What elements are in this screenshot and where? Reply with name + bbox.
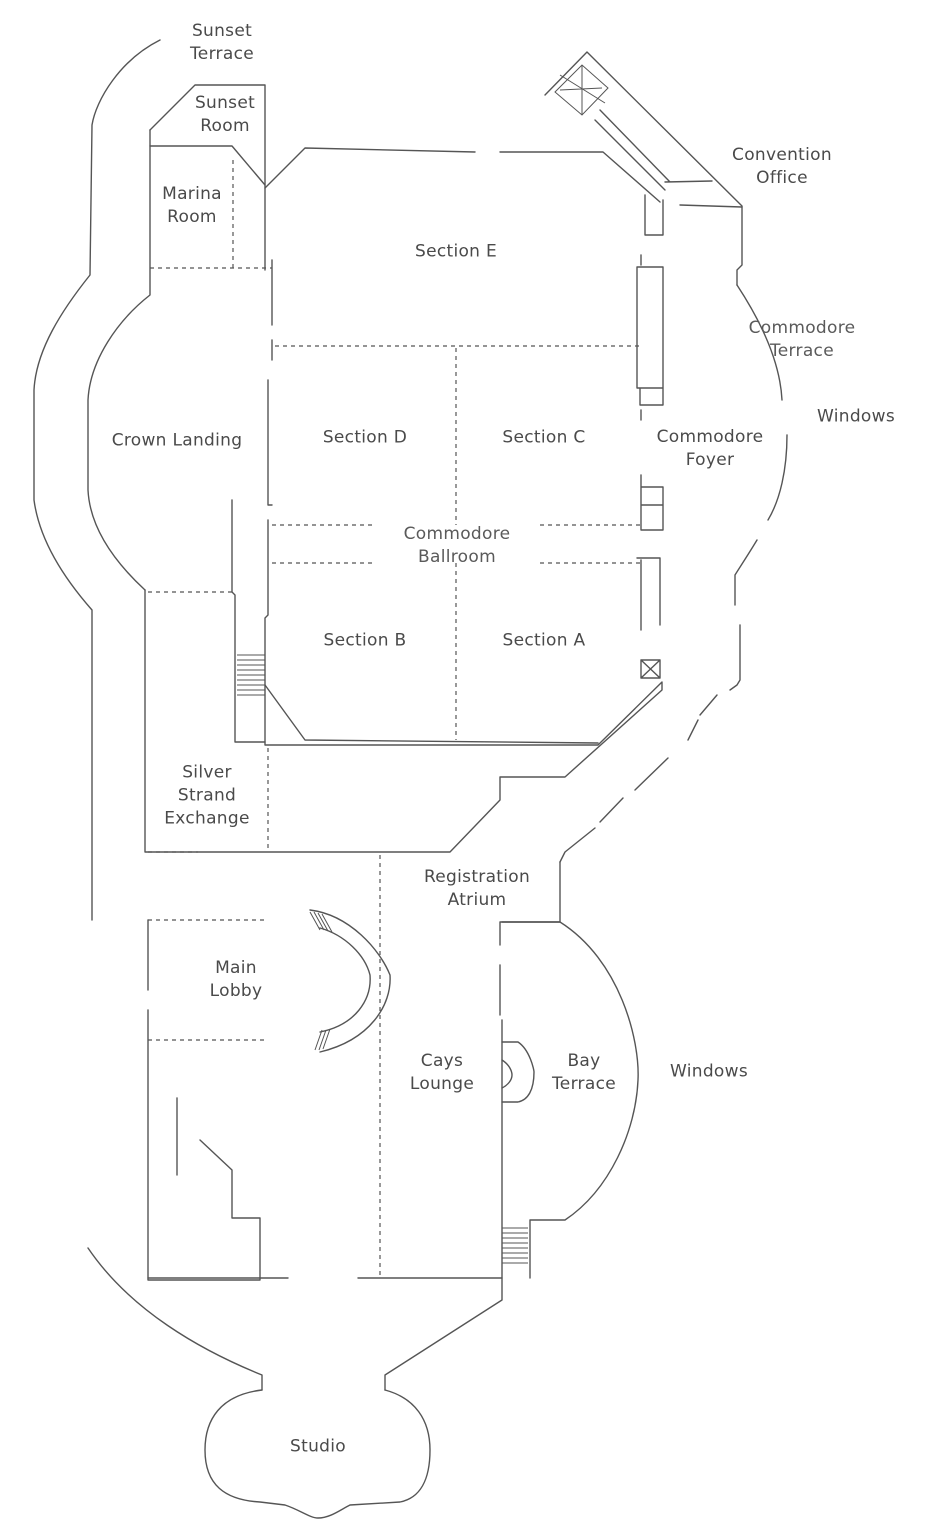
west-corridor-outer-wall [33,39,161,921]
lobby-stair-treads [309,911,333,1051]
silver-strand-dash [148,591,269,853]
west-stair-treads [237,654,265,696]
lobby-dashes [148,855,381,1275]
label-windows-upper: Windows [817,406,895,427]
section-e-west-wall [267,259,273,506]
east-strip [636,254,664,421]
bay-terrace-wall [501,921,639,1279]
main-lobby-west-wall [147,919,261,1281]
room-label-section-c: Section C [502,427,586,448]
bay-terrace-stair [502,1227,528,1264]
east-strip-3 [636,557,661,679]
ballroom-southwest-wall [144,519,663,853]
cays-lounge-east-wall [384,1019,503,1391]
sunset-room-wall [149,84,266,271]
ballroom-north-wall [264,147,661,203]
studio-wall [204,1389,431,1519]
room-label-section-b: Section B [323,630,407,651]
room-label-section-e: Section E [414,241,498,262]
marina-room-wall [149,145,266,186]
marina-room-dash [150,160,272,269]
ballroom-south-inner [264,684,599,744]
room-label-crown-landing: Crown Landing [111,430,243,451]
commodore-terrace-wall [559,284,788,863]
lobby-stair-arc [309,909,391,1053]
room-label-studio: Studio [290,1436,346,1457]
convention-office-wall [544,51,743,286]
convention-office-stair [594,109,743,208]
west-corridor-inner-wall [87,129,151,591]
room-label-section-d: Section D [322,427,408,448]
west-stair-shaft [231,499,266,743]
room-label-section-a: Section A [502,630,586,651]
east-strip-2 [640,474,664,531]
bay-terrace-alcove [501,1041,535,1103]
elevator-box [554,64,609,116]
south-west-arc [87,1247,263,1391]
label-windows-lower: Windows [670,1061,748,1082]
east-pillar-1 [644,194,664,236]
